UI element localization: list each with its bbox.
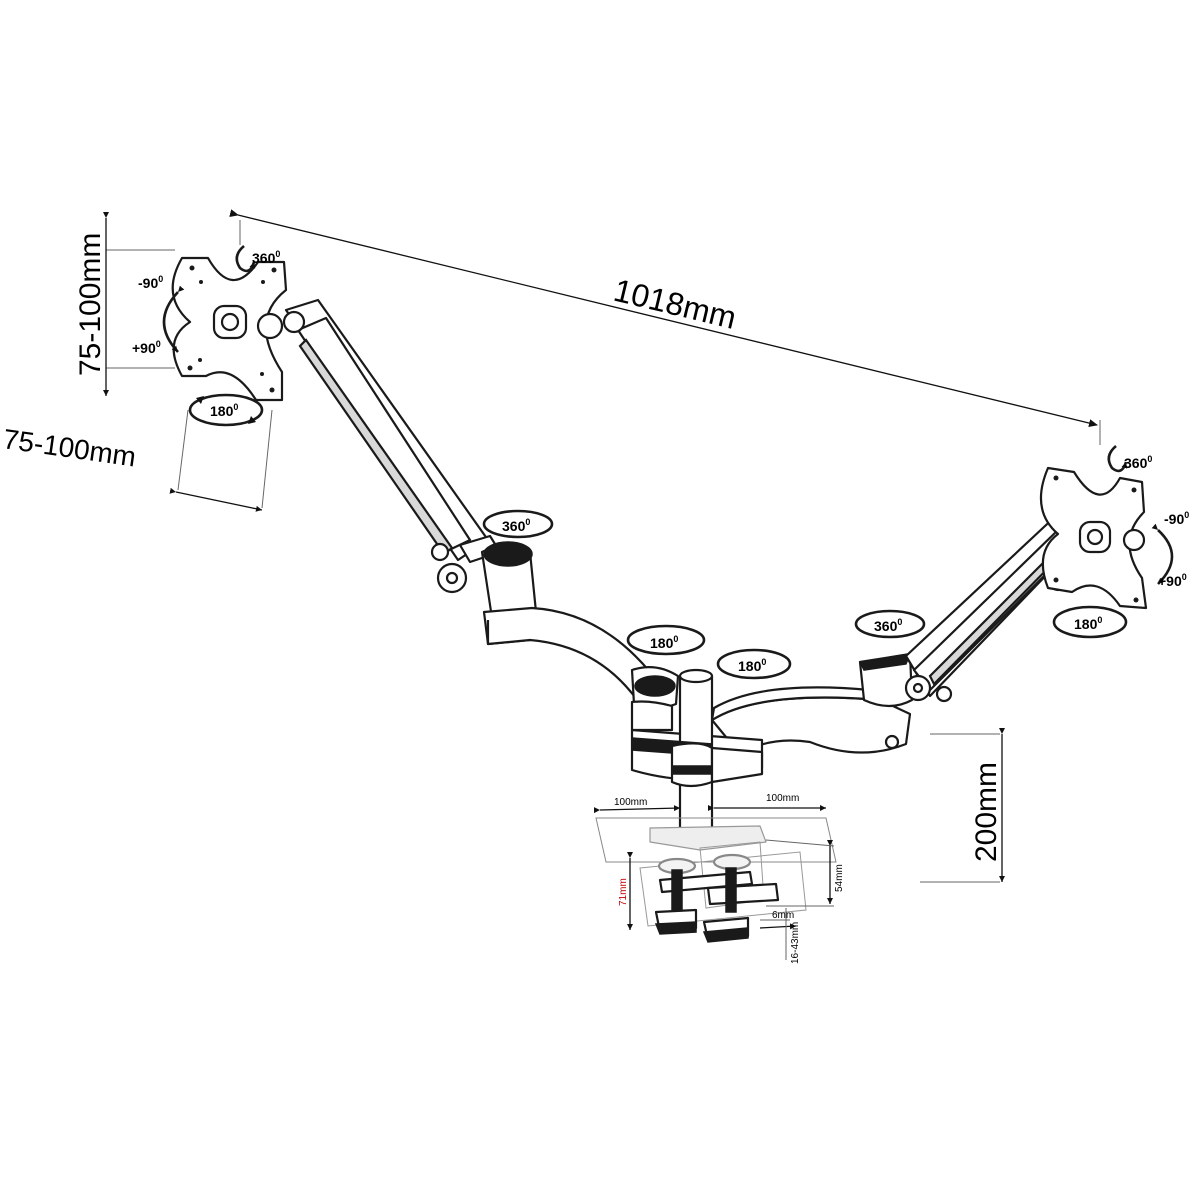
vesa-horizontal-label: 75-100mm [1, 423, 138, 472]
left-arm-base-value: 180 [650, 635, 674, 651]
right-elbow-rotation: 3600 [854, 609, 926, 639]
right-tilt-rotation: -900 +900 [1151, 510, 1189, 589]
left-swivel-rotation: 1800 [188, 393, 264, 427]
right-plate-spin-value: 360 [1124, 455, 1148, 471]
left-arm-base-rotation: 1800 [626, 624, 706, 656]
svg-text:1800: 1800 [210, 402, 238, 419]
clamp-dimensions: 100mm 100mm 54mm 71mm 6mm 16-43mm [593, 793, 845, 964]
svg-text:3600: 3600 [1124, 454, 1152, 471]
right-plate-spin-rotation: 3600 [1107, 445, 1152, 473]
svg-text:3600: 3600 [874, 617, 902, 634]
svg-text:-900: -900 [138, 274, 163, 291]
right-upper-arm [904, 510, 1082, 703]
right-tilt-up-value: -90 [1164, 511, 1184, 527]
clamp-right-offset-label: 100mm [766, 793, 799, 804]
left-plate-spin-value: 360 [252, 250, 276, 266]
left-tilt-up-value: -90 [138, 275, 158, 291]
svg-text:+900: +900 [1158, 572, 1187, 589]
right-elbow-value: 360 [874, 618, 898, 634]
right-swivel-value: 180 [1074, 616, 1098, 632]
clamp-left-offset-label: 100mm [614, 797, 647, 808]
clamp-height-label: 71mm [618, 878, 629, 906]
svg-text:1800: 1800 [650, 634, 678, 651]
right-tilt-down-value: +90 [1158, 573, 1182, 589]
central-pole [630, 668, 764, 842]
left-swivel-value: 180 [210, 403, 234, 419]
pole-height-dimension: 200mm [920, 728, 1005, 883]
left-tilt-rotation: -900 +900 [132, 274, 185, 356]
clamp-plate-label: 6mm [772, 910, 794, 921]
left-vesa-plate [171, 256, 288, 402]
svg-text:+900: +900 [132, 339, 161, 356]
clamp-depth-label: 54mm [834, 864, 845, 892]
total-width-label: 1018mm [610, 272, 739, 336]
svg-text:1800: 1800 [1074, 615, 1102, 632]
svg-text:3600: 3600 [252, 249, 280, 266]
left-upper-arm [282, 298, 502, 594]
clamp-range-label: 16-43mm [790, 922, 801, 964]
left-elbow-rotation: 3600 [482, 509, 554, 539]
pole-height-label: 200mm [970, 762, 1003, 862]
left-elbow-value: 360 [502, 518, 526, 534]
desk-clamp [595, 817, 837, 943]
left-vesa-vertical-dimension: 75-100mm [74, 212, 175, 396]
right-arm-base-value: 180 [738, 658, 762, 674]
right-vesa-plate [1039, 466, 1148, 610]
svg-text:3600: 3600 [502, 517, 530, 534]
left-lower-arm [480, 541, 680, 710]
vesa-vertical-label: 75-100mm [74, 233, 107, 376]
left-plate-spin-rotation: 3600 [235, 245, 280, 273]
svg-text:-900: -900 [1164, 510, 1189, 527]
svg-text:1800: 1800 [738, 657, 766, 674]
left-tilt-down-value: +90 [132, 340, 156, 356]
right-swivel-rotation: 1800 [1052, 605, 1128, 639]
right-arm-base-rotation: 1800 [716, 648, 792, 680]
